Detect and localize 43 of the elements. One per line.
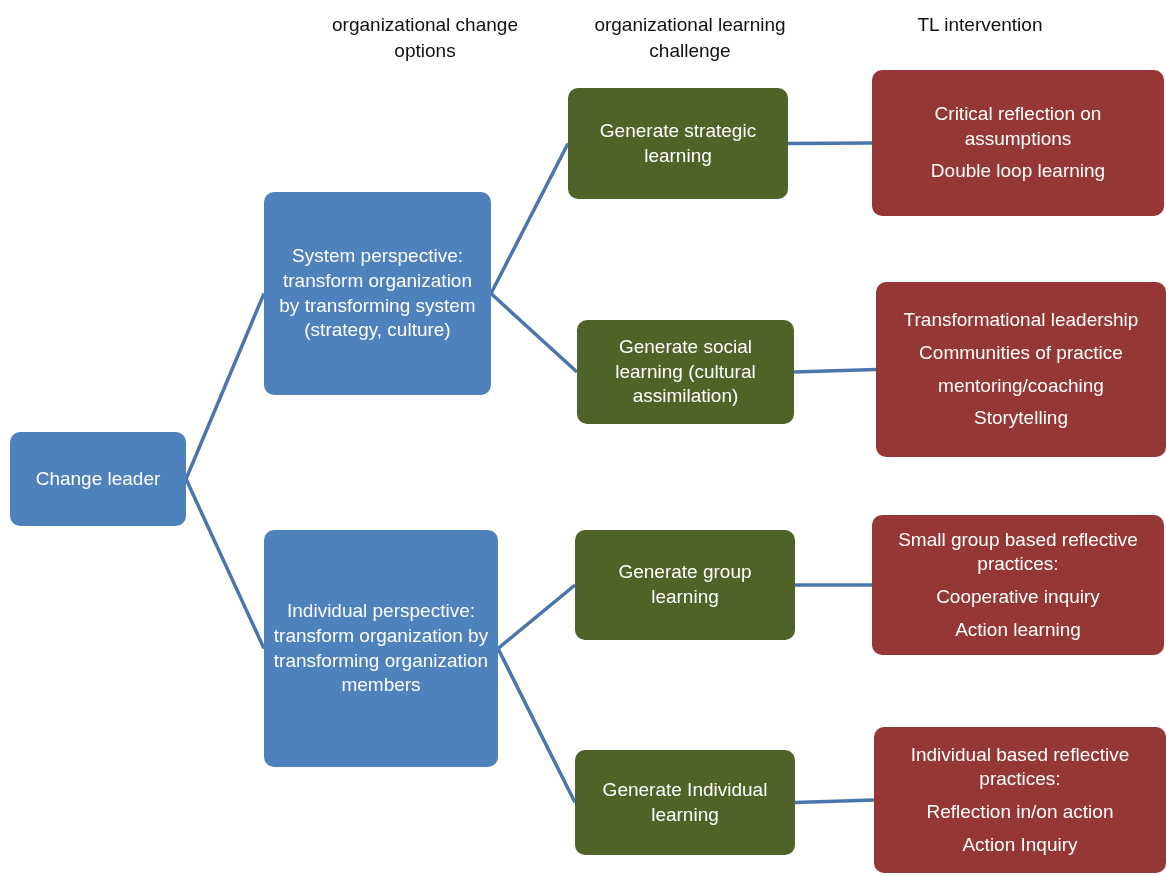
box-text: Double loop learning (930, 159, 1106, 184)
box-text: Generate Individual learning (601, 777, 769, 827)
box-text: Individual perspective: transform organization by transforming organization members (272, 599, 490, 698)
challenge-box (577, 320, 794, 424)
intervention-box (874, 727, 1166, 873)
box-text: Small group based reflective practices: (897, 527, 1139, 577)
box-text: Individual based reflective practices: (909, 742, 1131, 792)
column-header: organizational change options (331, 13, 519, 63)
perspective-box (264, 192, 491, 395)
challenge-box (575, 750, 795, 855)
connector-line (184, 478, 266, 650)
box-text: Action Inquiry (962, 832, 1078, 857)
connector-line (788, 141, 872, 146)
column-header: TL intervention (916, 13, 1044, 37)
box-text: mentoring/coaching (938, 373, 1104, 398)
perspective-box (264, 530, 498, 767)
perspective-box (10, 432, 186, 526)
connector-line (496, 647, 577, 804)
challenge-box (575, 530, 795, 640)
box-text: Generate social learning (cultural assimilation) (614, 334, 757, 409)
intervention-box (872, 70, 1164, 216)
box-text: Reflection in/on action (926, 800, 1114, 824)
connector-line (184, 292, 266, 480)
box-text: Critical reflection on assumptions (933, 101, 1103, 151)
box-text: Cooperative inquiry (936, 585, 1100, 609)
connector-line (489, 292, 579, 374)
box-text: Change leader (35, 466, 161, 491)
intervention-box (872, 515, 1164, 655)
connector-line (794, 798, 875, 805)
connector-line (489, 142, 570, 295)
connector-line (793, 367, 877, 374)
box-text: Communities of practice (919, 340, 1123, 365)
box-text: Transformational leadership (903, 308, 1139, 333)
box-text: System perspective: transform organization by transforming system (strategy, culture) (278, 244, 477, 343)
connector-line (795, 583, 872, 587)
intervention-box (876, 282, 1166, 457)
box-text: Generate strategic learning (598, 118, 758, 168)
box-text: Action learning (955, 617, 1081, 642)
column-header: organizational learning challenge (593, 13, 787, 63)
connector-line (496, 583, 577, 650)
box-text: Storytelling (974, 406, 1068, 431)
challenge-box (568, 88, 788, 199)
box-text: Generate group learning (617, 560, 753, 609)
